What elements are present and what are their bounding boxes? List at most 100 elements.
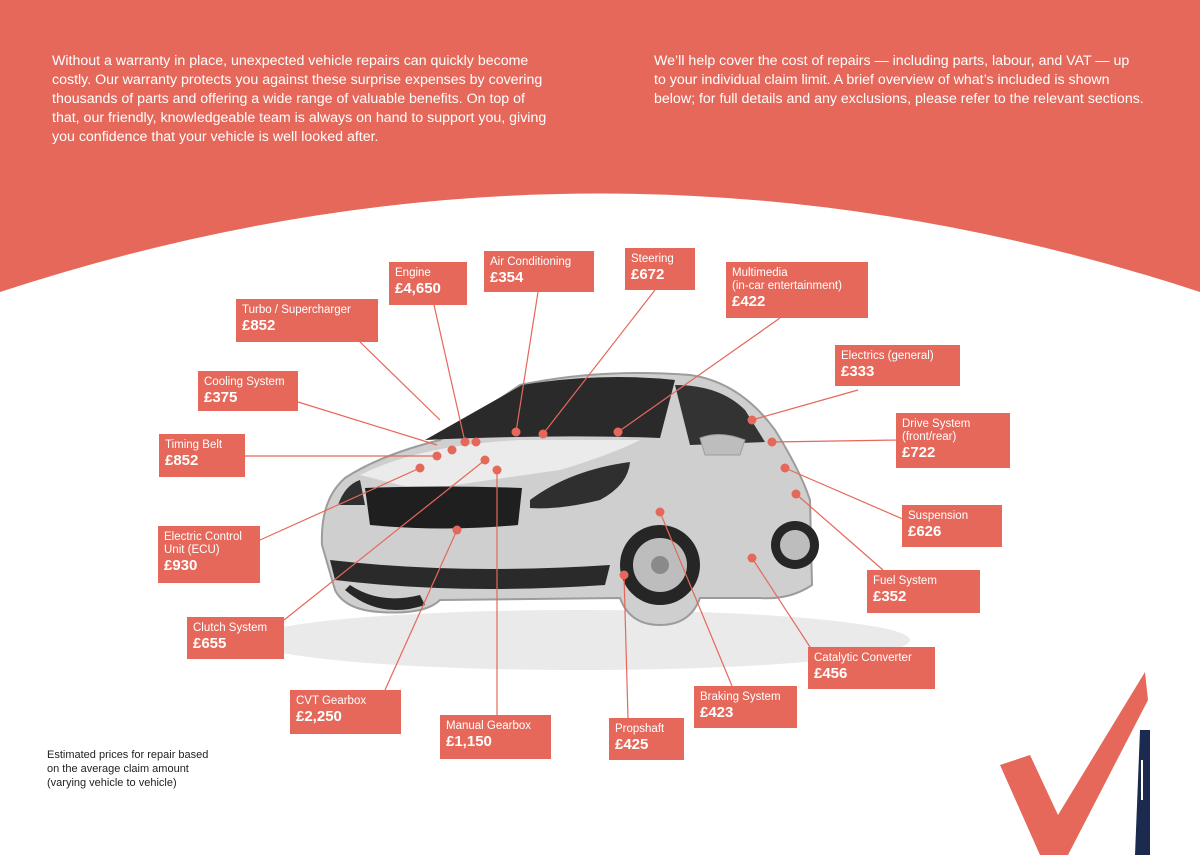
leader-suspension — [784, 467, 906, 521]
leader-fuel-system — [795, 493, 884, 571]
dot-suspension — [780, 463, 790, 473]
part-label: Engine — [395, 267, 431, 279]
part-label: Air Conditioning — [490, 256, 572, 268]
car-mirror — [699, 434, 746, 456]
dot-air-conditioning — [511, 427, 521, 437]
part-tag-air-conditioning: Air Conditioning £354 — [484, 251, 594, 292]
part-tag-suspension: Suspension £626 — [902, 505, 1002, 547]
leader-electrics — [751, 389, 859, 421]
car-image — [250, 371, 910, 670]
leader-steering — [542, 289, 656, 435]
part-tag-cvt-gearbox: CVT Gearbox £2,250 — [290, 690, 401, 734]
car-hood-highlight — [360, 440, 640, 490]
dot-timing-belt — [432, 451, 442, 461]
part-tag-multimedia: Multimedia (in-car entertainment) £422 — [726, 262, 868, 318]
part-tag-steering: Steering £672 — [625, 248, 695, 290]
part-price: £852 — [242, 317, 276, 334]
leader-dots — [415, 415, 801, 580]
leader-cooling — [297, 401, 438, 446]
part-label: Braking System — [700, 691, 781, 703]
part-tag-manual-gearbox: Manual Gearbox £1,150 — [440, 715, 551, 759]
part-price: £852 — [165, 452, 199, 469]
part-tag-fuel-system: Fuel System £352 — [867, 570, 980, 613]
leader-ecu — [259, 467, 421, 541]
car-windscreen — [425, 376, 675, 440]
part-tag-electrics: Electrics (general) £333 — [835, 345, 960, 386]
part-label: Electric Control Unit (ECU) — [164, 531, 242, 556]
part-tag-turbo: Turbo / Supercharger £852 — [236, 299, 378, 342]
part-price: £422 — [732, 293, 766, 310]
part-price: £2,250 — [296, 708, 342, 725]
part-tag-timing-belt: Timing Belt £852 — [159, 434, 245, 477]
leader-multimedia — [617, 317, 781, 433]
leader-braking — [659, 511, 733, 687]
dot-drive-system — [767, 437, 777, 447]
part-price: £655 — [193, 635, 227, 652]
part-tag-cooling: Cooling System £375 — [198, 371, 298, 411]
leader-drive-system — [771, 439, 901, 443]
dot-multimedia — [613, 427, 623, 437]
part-price: £354 — [490, 269, 524, 286]
car-headlight-right — [530, 462, 630, 509]
dot-catalytic — [747, 553, 757, 563]
dot-manual-gearbox — [492, 465, 502, 475]
part-label: Timing Belt — [165, 439, 223, 451]
part-tag-ecu: Electric Control Unit (ECU) £930 — [158, 526, 260, 583]
dot-turbo — [471, 437, 481, 447]
part-tag-braking: Braking System £423 — [694, 686, 797, 728]
part-price: £425 — [615, 736, 649, 753]
part-label: Propshaft — [615, 723, 665, 735]
part-label: Electrics (general) — [841, 350, 934, 362]
car-bumper-vent — [330, 560, 610, 589]
price-footnote: Estimated prices for repair based on the… — [47, 749, 209, 789]
car-grille — [365, 486, 522, 529]
dot-braking — [655, 507, 665, 517]
car-side-window — [675, 385, 765, 445]
dot-steering — [538, 429, 548, 439]
dot-clutch — [480, 455, 490, 465]
part-price: £626 — [908, 523, 942, 540]
dot-engine — [460, 437, 470, 447]
car-headlight-left — [338, 480, 365, 505]
part-label: Clutch System — [193, 622, 268, 634]
intro-text-right: We’ll help cover the cost of repairs — i… — [654, 53, 1144, 107]
part-label: Turbo / Supercharger — [242, 304, 351, 316]
part-tag-clutch: Clutch System £655 — [187, 617, 284, 659]
intro-text-left: Without a warranty in place, unexpected … — [52, 53, 547, 145]
part-price: £333 — [841, 363, 875, 380]
part-label: Fuel System — [873, 575, 937, 587]
part-price: £722 — [902, 444, 936, 461]
part-tag-catalytic: Catalytic Converter £456 — [808, 647, 935, 689]
leader-air-conditioning — [515, 291, 539, 433]
part-price: £1,150 — [446, 733, 492, 750]
dot-propshaft — [619, 570, 629, 580]
leader-cvt-gearbox — [384, 529, 458, 691]
header-band — [0, 0, 1200, 292]
part-price: £4,650 — [395, 280, 441, 297]
part-label: Steering — [631, 253, 674, 265]
part-tag-propshaft: Propshaft £425 — [609, 718, 684, 760]
part-price: £352 — [873, 588, 907, 605]
part-price: £672 — [631, 266, 665, 283]
dot-fuel-system — [791, 489, 801, 499]
dot-cvt-gearbox — [452, 525, 462, 535]
leader-engine — [433, 304, 466, 443]
leader-turbo — [359, 341, 441, 421]
part-label: Catalytic Converter — [814, 652, 912, 664]
part-label: Manual Gearbox — [446, 720, 532, 732]
part-label: Drive System (front/rear) — [902, 418, 971, 443]
car-shadow — [250, 610, 910, 670]
part-price: £456 — [814, 665, 848, 682]
part-price: £423 — [700, 704, 734, 721]
part-price: £930 — [164, 557, 198, 574]
leader-lines — [245, 289, 906, 719]
leader-catalytic — [751, 557, 813, 651]
part-tag-engine: Engine £4,650 — [389, 262, 467, 305]
dot-cooling — [447, 445, 457, 455]
part-label: Multimedia (in-car entertainment) — [732, 267, 842, 292]
part-label: CVT Gearbox — [296, 695, 367, 707]
part-tag-drive-system: Drive System (front/rear) £722 — [896, 413, 1010, 468]
dot-ecu — [415, 463, 425, 473]
